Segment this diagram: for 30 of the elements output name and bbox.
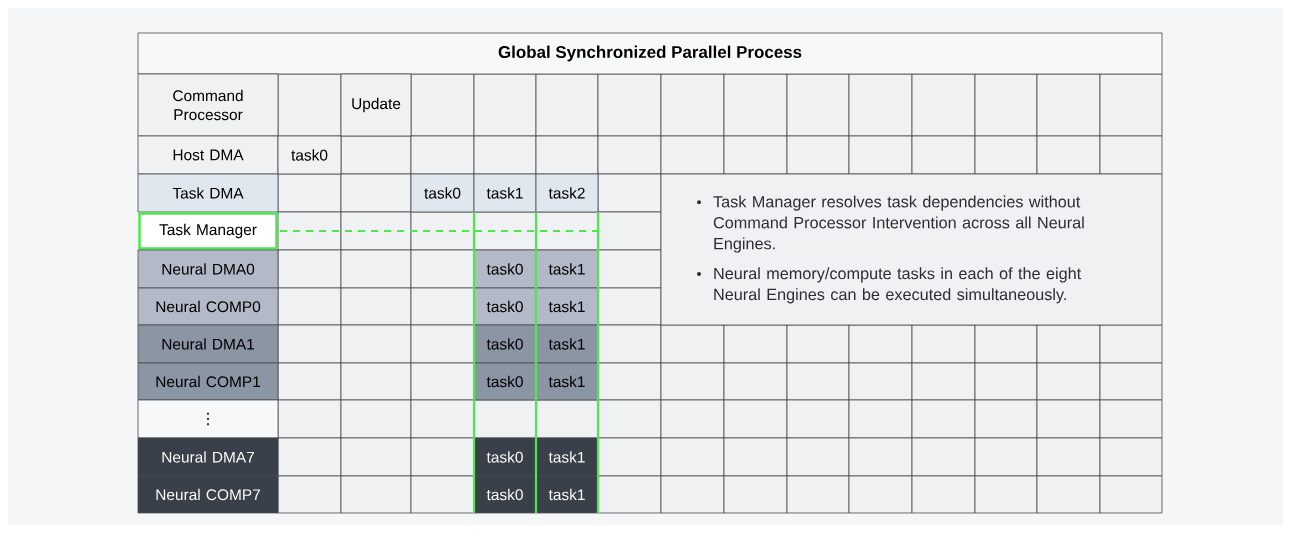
task-cell: task1 [535, 324, 599, 364]
table-title: Global Synchronized Parallel Process [137, 32, 1163, 75]
task-cell: task1 [535, 287, 599, 326]
task-cell: task0 [277, 135, 342, 175]
task-cell: task0 [473, 437, 537, 477]
task-cell: task1 [535, 362, 599, 401]
note-box [660, 173, 1163, 326]
task-cell: task1 [535, 475, 599, 514]
task-cell: task0 [473, 287, 537, 326]
task-cell: task0 [473, 362, 537, 401]
task-cell: task2 [535, 173, 599, 213]
task-cell: task0 [473, 324, 537, 364]
task-cell: task0 [473, 249, 537, 289]
task-cell: task0 [473, 475, 537, 514]
bullet-text: Neural memory/compute tasks in each of the eight Neural Engines can be executed simultaneously. [714, 267, 1082, 304]
row-header: ⋮ [137, 399, 279, 439]
row-header: Neural COMP1 [137, 362, 279, 401]
row-header: Task DMA [137, 173, 279, 213]
task-cell: task0 [410, 173, 475, 213]
row-header: Neural DMA1 [137, 324, 279, 364]
row-header: Neural COMP7 [137, 475, 279, 514]
row-header: Neural DMA0 [137, 249, 279, 289]
task-cell: task1 [473, 173, 537, 213]
task-cell: task1 [535, 437, 599, 477]
bullet-text: Task Manager resolves task dependencies without Command Processor Intervention across all Neural Engines. [713, 195, 1084, 253]
row-header: Neural COMP0 [137, 287, 279, 326]
task-cell: task1 [535, 249, 599, 289]
task-manager-box: Task Manager [138, 212, 278, 250]
row-header: Neural DMA7 [137, 437, 279, 477]
task-cell: Update [340, 73, 412, 137]
